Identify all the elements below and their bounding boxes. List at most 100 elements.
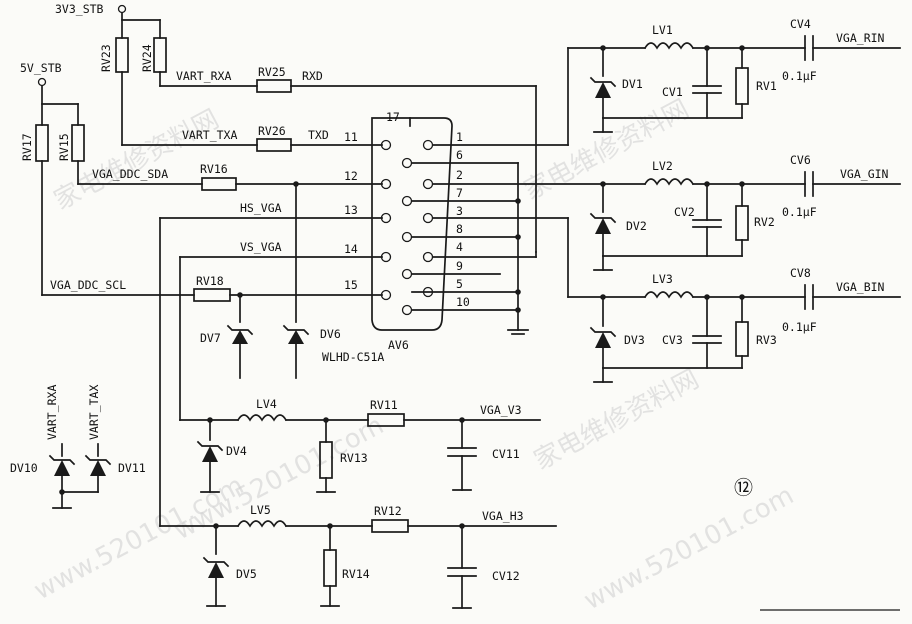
- label-vga-h3: VGA_H3: [482, 509, 524, 523]
- label-cv8: CV8: [790, 266, 811, 280]
- label-rv11: RV11: [370, 398, 398, 412]
- pin-13: 13: [344, 203, 358, 217]
- label-cv12: CV12: [492, 569, 520, 583]
- hsync-filter: LV5 RV12 VGA_H3 DV5 RV14 CV12: [159, 503, 557, 609]
- label-lv4: LV4: [256, 397, 277, 411]
- pin-8: 8: [456, 222, 463, 236]
- label-lv2: LV2: [652, 159, 673, 173]
- pin-1: 1: [456, 130, 463, 144]
- label-cv1: CV1: [662, 85, 683, 99]
- connector-part-number: WLHD-C51A: [322, 350, 384, 364]
- vga-connector-av6: 17 AV6 11 12 13 14 15 1 6 2 7 3 8 4 9 5: [344, 110, 470, 352]
- label-rv14: RV14: [342, 567, 370, 581]
- resistor-rv24: RV24: [140, 37, 167, 87]
- pin-14: 14: [344, 242, 358, 256]
- label-dv11: DV11: [118, 461, 146, 475]
- terminal-5v: [37, 77, 47, 87]
- label-cv6: CV6: [790, 153, 811, 167]
- label-vga-bin: VGA_BIN: [836, 280, 885, 294]
- label-cap-value: 0.1μF: [782, 69, 817, 83]
- pin-15: 15: [344, 278, 358, 292]
- pin-11-contact: [380, 139, 392, 151]
- label-rv3: RV3: [756, 333, 777, 347]
- pin-9-contact: [401, 268, 413, 280]
- zener-dv6: DV6: [282, 324, 341, 379]
- label-vs-vga: VS_VGA: [240, 240, 282, 254]
- pin-2: 2: [456, 168, 463, 182]
- connector-ref: AV6: [388, 338, 409, 352]
- label-cv4: CV4: [790, 17, 811, 31]
- pin-14-contact: [380, 251, 392, 263]
- pin-3: 3: [456, 204, 463, 218]
- label-vart-tax-vertical: VART_TAX: [87, 385, 101, 440]
- pin-7-contact: [401, 195, 413, 207]
- pin-10-contact: [401, 304, 413, 316]
- label-dv2: DV2: [626, 219, 647, 233]
- label-vart-rxa: VART_RXA: [176, 69, 231, 83]
- label-vga-ddc-scl: VGA_DDC_SCL: [50, 278, 126, 292]
- pin-4-contact: [422, 251, 434, 263]
- label-hs-vga: HS_VGA: [240, 201, 282, 215]
- label-3v3-stb: 3V3_STB: [55, 2, 104, 16]
- label-5v-stb: 5V_STB: [20, 61, 62, 75]
- label-lv5: LV5: [250, 503, 271, 517]
- pin-17: 17: [386, 110, 400, 124]
- terminal-3v3: [117, 4, 127, 14]
- label-dv4: DV4: [226, 444, 247, 458]
- label-rv12: RV12: [374, 504, 402, 518]
- resistor-rv23: RV23: [99, 37, 129, 146]
- pin-3-contact: [422, 212, 434, 224]
- label-rv13: RV13: [340, 451, 368, 465]
- pin-6: 6: [456, 148, 463, 162]
- pin-12-contact: [380, 178, 392, 190]
- uart-protection-diodes: VART_RXA VART_TAX DV10 DV11: [10, 385, 146, 509]
- resistor-rv18: [193, 288, 231, 302]
- green-channel: LV2 CV6 0.1μF VGA_GIN DV2 CV2 RV2: [589, 153, 901, 271]
- label-vga-v3: VGA_V3: [480, 403, 522, 417]
- label-dv5: DV5: [236, 567, 257, 581]
- label-dv7: DV7: [200, 331, 221, 345]
- label-vga-gin: VGA_GIN: [840, 167, 889, 181]
- label-rv18: RV18: [196, 274, 224, 288]
- label-txd: TXD: [308, 128, 329, 142]
- pin-10: 10: [456, 295, 470, 309]
- label-cv3: CV3: [662, 333, 683, 347]
- pin-7: 7: [456, 186, 463, 200]
- resistor-rv12: [371, 519, 409, 533]
- label-rv23: RV23: [99, 44, 113, 72]
- zener-dv7: DV7: [200, 324, 254, 379]
- red-channel: LV1 CV4 0.1μF VGA_RIN DV1 CV1 RV1: [589, 17, 901, 133]
- supply-3v3: 3V3_STB: [55, 2, 161, 39]
- supply-5v: 5V_STB: [20, 61, 79, 126]
- connector-right-wiring: [411, 47, 604, 335]
- figure-number: ⑫: [734, 477, 753, 499]
- label-lv1: LV1: [652, 23, 673, 37]
- pin-2-contact: [422, 178, 434, 190]
- label-rxd: RXD: [302, 69, 323, 83]
- label-rv16: RV16: [200, 162, 228, 176]
- label-cap-value: 0.1μF: [782, 320, 817, 334]
- pin-8-contact: [401, 231, 413, 243]
- label-dv6: DV6: [320, 327, 341, 341]
- label-cv2: CV2: [674, 205, 695, 219]
- resistor-rv15: RV15: [57, 124, 85, 185]
- vsync-filter: LV4 RV11 VGA_V3 DV4 RV13 CV11: [179, 397, 541, 493]
- label-vga-rin: VGA_RIN: [836, 31, 885, 45]
- pin-4: 4: [456, 240, 463, 254]
- label-dv3: DV3: [624, 333, 645, 347]
- watermark-text: 家电维修资料网: [529, 364, 704, 476]
- label-dv1: DV1: [622, 77, 643, 91]
- resistor-rv16: [201, 177, 237, 191]
- pin-6-contact: [401, 157, 413, 169]
- label-cv11: CV11: [492, 447, 520, 461]
- watermark-text: www.520101.com: [579, 480, 799, 616]
- label-rv25: RV25: [258, 65, 286, 79]
- pin-9: 9: [456, 259, 463, 273]
- label-cap-value: 0.1μF: [782, 205, 817, 219]
- pin-5: 5: [456, 277, 463, 291]
- resistor-rv25: [256, 79, 292, 93]
- label-rv24: RV24: [140, 44, 154, 72]
- pin-1-contact: [422, 139, 434, 151]
- pin-13-contact: [380, 212, 392, 224]
